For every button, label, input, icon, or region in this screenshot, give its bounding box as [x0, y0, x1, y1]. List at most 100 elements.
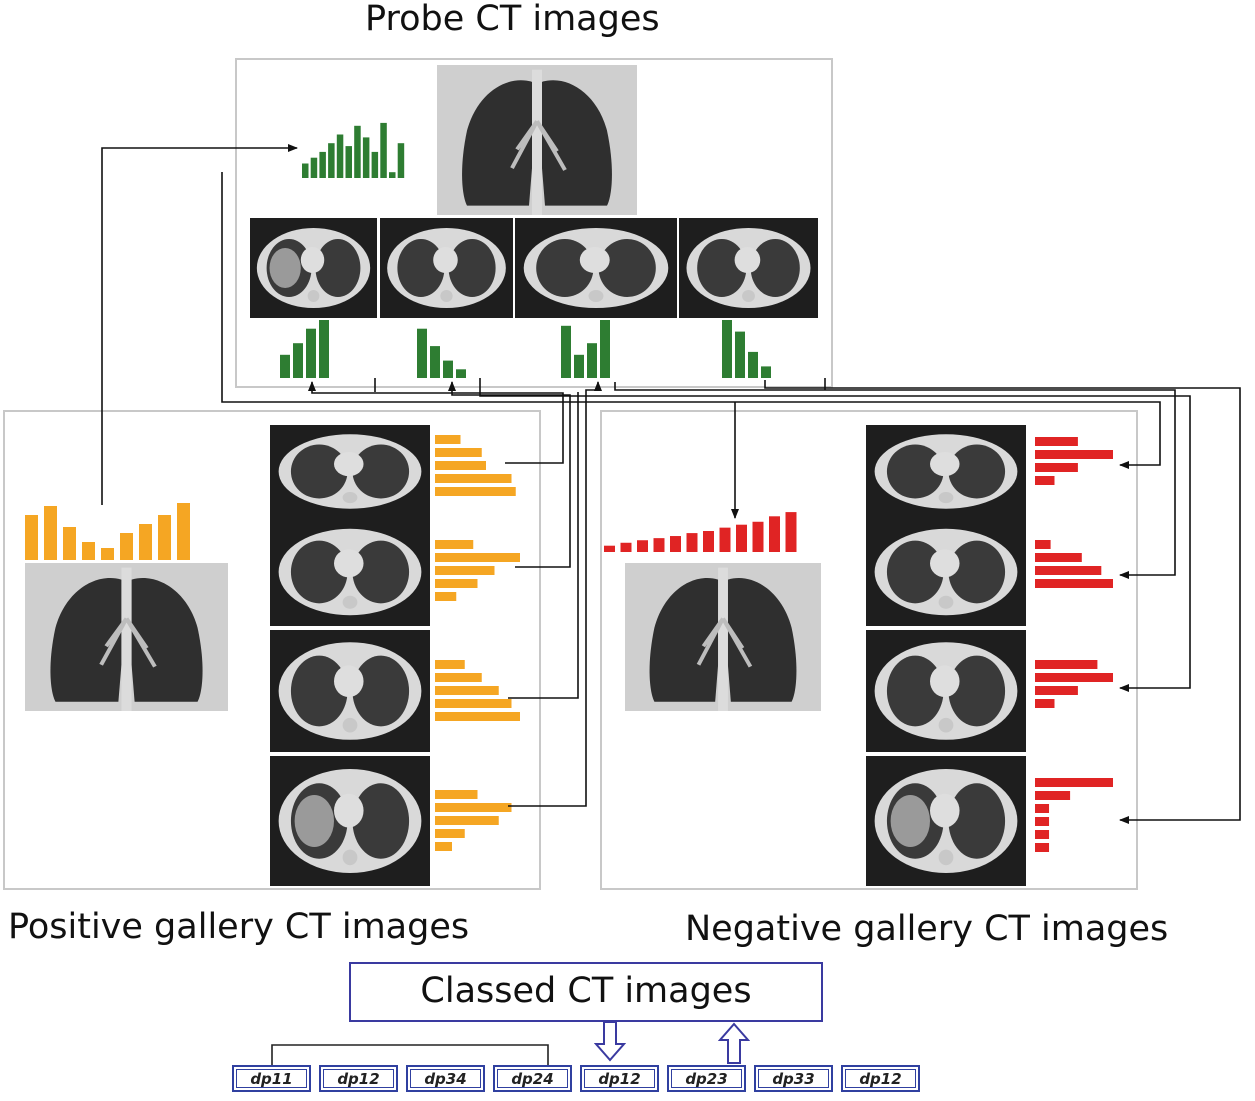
positive-slice-histogram-bar [435, 435, 461, 444]
positive-slice-histogram-bar [435, 712, 520, 721]
probe-slice-histogram-bar [293, 343, 303, 378]
positive-slice-histogram-bar [435, 592, 457, 601]
negative-slice-histogram-bar [1035, 476, 1055, 485]
negative-slice-histogram-bar [1035, 699, 1055, 708]
negative-slice-histogram-bar [1035, 566, 1102, 575]
negative-slice-histogram-bar [1035, 830, 1050, 839]
negative-main-histogram-bar [785, 512, 797, 552]
negative-gallery-title: Negative gallery CT images [685, 909, 1169, 949]
positive-slice-histogram-bar [435, 487, 516, 496]
negative-slice-histogram-bar [1035, 540, 1051, 549]
positive-main-histogram-bar [120, 533, 133, 560]
dp-code-label: dp33 [758, 1069, 829, 1088]
probe-slice-histogram-bar [430, 346, 440, 378]
probe-slice-histogram-bar [417, 328, 427, 378]
positive-gallery-panel [3, 410, 541, 890]
negative-slice-histogram-bar [1035, 463, 1078, 472]
negative-gallery-panel [600, 410, 1138, 890]
hollow-down-arrow-icon [594, 1022, 626, 1062]
positive-gallery-title: Positive gallery CT images [8, 907, 470, 947]
dp-code-box: dp12 [841, 1065, 920, 1092]
positive-slice-histogram-bar [435, 842, 452, 851]
positive-slice-histogram-bar [435, 829, 465, 838]
positive-slice-histogram-bar [435, 461, 486, 470]
negative-main-histogram-bar [604, 545, 615, 552]
positive-slice-histogram-bar [435, 790, 478, 799]
negative-main-histogram-bar [752, 521, 764, 552]
negative-slice-histogram-bar [1035, 778, 1113, 787]
negative-axial-ct-icon [866, 630, 1026, 752]
negative-main-histogram-bar [703, 531, 714, 552]
positive-slice-histogram-bar [435, 579, 478, 588]
dp-code-box: dp34 [406, 1065, 485, 1092]
negative-main-histogram-bar [769, 516, 780, 552]
positive-axial-ct-icon [270, 630, 430, 752]
negative-slice-histogram-bar [1035, 450, 1113, 459]
probe-slice-histogram-bar [456, 369, 466, 378]
probe-main-histogram-bar [371, 151, 379, 178]
probe-main-histogram-bar [328, 143, 335, 178]
positive-main-histogram-bar [101, 548, 114, 560]
negative-main-histogram-bar [620, 542, 632, 552]
positive-main-histogram-bar [177, 503, 190, 560]
negative-coronal-ct-icon [625, 563, 821, 711]
dp-code-box: dp12 [319, 1065, 398, 1092]
positive-slice-histogram-bar [435, 803, 512, 812]
probe-slice-histogram-bar [735, 331, 745, 378]
negative-slice-histogram-bar [1035, 843, 1050, 852]
probe-coronal-ct-icon [437, 65, 637, 215]
dp-code-label: dp23 [671, 1069, 742, 1088]
probe-main-histogram-bar [319, 151, 326, 178]
positive-main-histogram-bar [44, 506, 57, 560]
probe-panel [235, 58, 833, 388]
negative-axial-ct-icon [866, 425, 1026, 518]
negative-axial-ct-icon [866, 518, 1026, 626]
probe-axial-ct-icon [250, 218, 377, 318]
dp-code-label: dp11 [236, 1069, 307, 1088]
probe-slice-histogram-bar [561, 325, 571, 378]
probe-slice-histogram-bar [587, 343, 597, 378]
positive-slice-histogram-bar [435, 566, 495, 575]
probe-main-histogram-bar [354, 125, 361, 178]
negative-axial-ct-icon [866, 756, 1026, 886]
connector-arrow [614, 382, 1176, 579]
connector-arrow [221, 172, 1161, 469]
positive-main-histogram-bar [158, 515, 171, 560]
negative-slice-histogram-bar [1035, 660, 1098, 669]
negative-slice-histogram-bar [1035, 804, 1050, 813]
positive-coronal-ct-icon [25, 563, 228, 711]
positive-main-histogram-bar [139, 524, 152, 560]
positive-slice-histogram-bar [435, 673, 482, 682]
probe-main-histogram-bar [310, 157, 318, 178]
classed-ct-images-box: Classed CT images [349, 962, 823, 1022]
probe-slice-histogram-bar [319, 320, 329, 378]
probe-slice-histogram-bar [306, 328, 316, 378]
probe-slice-histogram-bar [280, 354, 290, 378]
dp-code-label: dp24 [497, 1069, 568, 1088]
negative-slice-histogram-bar [1035, 791, 1071, 800]
positive-axial-ct-icon [270, 518, 430, 626]
connector-arrow [448, 381, 571, 568]
connector-arrow [508, 381, 602, 807]
dp-code-box: dp23 [667, 1065, 746, 1092]
probe-main-histogram-bar [336, 134, 344, 178]
dp-code-label: dp12 [845, 1069, 916, 1088]
probe-main-histogram-bar [302, 163, 309, 178]
probe-slice-histogram-bar [761, 366, 771, 378]
probe-axial-ct-icon [515, 218, 677, 318]
probe-main-histogram-bar [345, 146, 352, 178]
negative-slice-histogram-bar [1035, 817, 1050, 826]
positive-main-histogram-bar [63, 527, 76, 560]
positive-axial-ct-icon [270, 425, 430, 518]
positive-slice-histogram-bar [435, 448, 482, 457]
negative-slice-histogram-bar [1035, 686, 1078, 695]
positive-slice-histogram-bar [435, 474, 512, 483]
dp-code-label: dp12 [323, 1069, 394, 1088]
negative-main-histogram-bar [670, 536, 681, 552]
positive-slice-histogram-bar [435, 816, 499, 825]
dp-code-box: dp12 [580, 1065, 659, 1092]
positive-main-histogram-bar [25, 515, 38, 560]
negative-main-histogram-bar [736, 524, 747, 552]
connector-arrow [764, 380, 1241, 824]
positive-slice-histogram-bar [435, 540, 474, 549]
